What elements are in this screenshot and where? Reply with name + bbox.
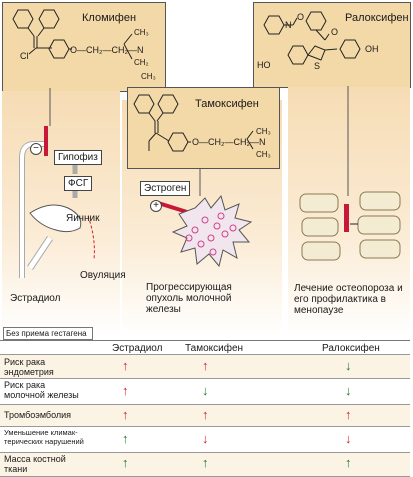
row-label-breast: Риск рака молочной железы xyxy=(4,380,79,400)
effect-arrow-raloxifene: ↓ xyxy=(345,358,352,373)
raloxifene-title: Ралоксифен xyxy=(345,12,409,24)
row-label-endometrium: Риск рака эндометрия xyxy=(4,357,54,377)
clomiphene-ch3b: CH₃ xyxy=(141,72,156,81)
raloxifene-oh: OH xyxy=(365,44,379,54)
table-row xyxy=(0,404,410,427)
effect-arrow-tamoxifen: ↓ xyxy=(202,383,209,398)
no-gestagen-note: Без приема гестагена xyxy=(3,327,93,340)
table-row xyxy=(0,354,410,379)
row-label-thromboembolism: Тромбоэмболия xyxy=(4,410,72,420)
effect-arrow-raloxifene: ↑ xyxy=(345,455,352,470)
effect-arrow-tamoxifen: ↓ xyxy=(202,431,209,446)
clomiphene-cl: Cl xyxy=(20,51,29,61)
row-label-climacteric: Уменьшение климак-терических нарушений xyxy=(4,428,84,446)
effects-table xyxy=(0,340,410,477)
clomiphene-title: Кломифен xyxy=(82,12,137,24)
col-header-estradiol: Эстрадиол xyxy=(112,343,163,354)
effect-arrow-raloxifene: ↓ xyxy=(345,431,352,446)
effect-arrow-raloxifene: ↓ xyxy=(345,383,352,398)
clomiphene-panel xyxy=(2,2,166,92)
raloxifene-carbonyl-o: O xyxy=(331,27,339,37)
effect-arrow-estradiol: ↑ xyxy=(122,407,129,422)
tamoxifen-chain: O—CH₂—CH₂—N xyxy=(192,137,266,147)
row-label-bone: Масса костной ткани xyxy=(4,454,66,474)
effect-arrow-raloxifene: ↑ xyxy=(345,407,352,422)
minus-sign: − xyxy=(30,143,42,155)
tamoxifen-title: Тамоксифен xyxy=(195,98,259,110)
raloxifene-ho: HO xyxy=(257,60,271,70)
effect-arrow-estradiol: ↑ xyxy=(122,383,129,398)
raloxifene-pathway xyxy=(299,86,401,261)
fsh-label: ФСГ xyxy=(64,176,93,191)
estrogen-label: Эстроген xyxy=(140,181,191,196)
clomiphene-ch2: CH₂ xyxy=(134,58,149,67)
effect-arrow-estradiol: ↑ xyxy=(122,455,129,470)
pituitary-label: Гипофиз xyxy=(54,150,102,165)
raloxifene-structure xyxy=(263,11,361,65)
tamoxifen-pathway xyxy=(154,168,253,268)
effect-arrow-tamoxifen: ↑ xyxy=(202,358,209,373)
clomiphene-chain: O—CH₂—CH₂—N xyxy=(70,45,144,55)
tumor-label: Прогрессирующая опухоль молочной железы xyxy=(146,282,232,315)
clomiphene-pathway xyxy=(19,88,95,278)
raloxifene-o: O xyxy=(297,12,305,22)
raloxifene-n: N xyxy=(285,20,292,30)
effect-arrow-tamoxifen: ↑ xyxy=(202,407,209,422)
ovary-label: Яичник xyxy=(66,213,100,224)
table-row xyxy=(0,426,410,453)
ovulation-label: Овуляция xyxy=(80,270,126,281)
table-row xyxy=(0,378,410,405)
tamoxifen-ch3b: CH₃ xyxy=(256,150,271,159)
effect-arrow-tamoxifen: ↑ xyxy=(202,455,209,470)
effect-arrow-estradiol: ↑ xyxy=(122,431,129,446)
plus-sign: + xyxy=(150,200,162,212)
tamoxifen-structure xyxy=(133,94,254,152)
osteo-label: Лечение остеопороза и его профилактика в… xyxy=(294,283,403,316)
clomiphene-ch3: CH₃ xyxy=(134,28,149,37)
clomiphene-structure xyxy=(12,9,133,60)
tamoxifen-ch3: CH₃ xyxy=(256,127,271,136)
estradiol-label: Эстрадиол xyxy=(10,293,61,304)
effect-arrow-estradiol: ↑ xyxy=(122,358,129,373)
col-header-raloxifene: Ралоксифен xyxy=(322,343,380,354)
raloxifene-s: S xyxy=(314,61,321,71)
col-header-tamoxifen: Тамоксифен xyxy=(185,343,244,354)
